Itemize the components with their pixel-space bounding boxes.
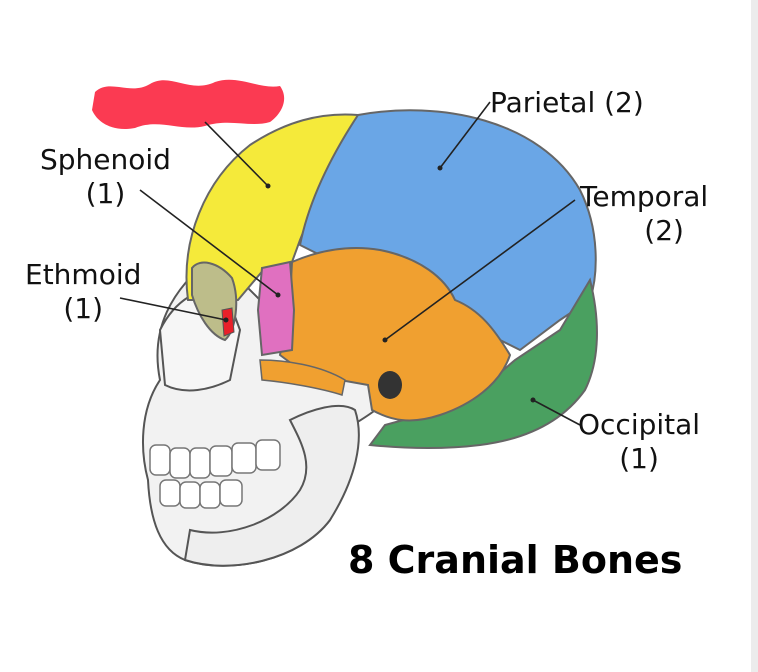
- temporal-count: (2): [644, 214, 684, 247]
- label-ethmoid: Ethmoid (1): [25, 258, 141, 326]
- ear-canal: [378, 371, 402, 399]
- ethmoid-name: Ethmoid: [25, 258, 142, 291]
- temporal-name: Temporal: [580, 180, 709, 213]
- occipital-bone: [368, 277, 598, 450]
- teeth: [149, 439, 281, 509]
- occipital-name: Occipital: [578, 408, 701, 441]
- leader-lines: [119, 101, 581, 426]
- parietal-name: Parietal (2): [490, 86, 644, 119]
- sphenoid-name: Sphenoid: [40, 143, 171, 176]
- sphenoid-count: (1): [85, 177, 126, 210]
- occipital-count: (1): [619, 442, 659, 475]
- diagram-title: 8 Cranial Bones: [348, 538, 683, 582]
- sphenoid-bone: [256, 260, 296, 357]
- zygomatic-arch: [259, 359, 346, 396]
- label-temporal: Temporal (2): [580, 180, 708, 248]
- label-occipital: Occipital (1): [578, 408, 700, 476]
- mandible: [183, 404, 360, 567]
- label-sphenoid: Sphenoid (1): [40, 143, 171, 211]
- ethmoid-count: (1): [63, 292, 104, 325]
- ethmoid-bone: [221, 307, 235, 337]
- page-edge: [751, 0, 758, 672]
- label-parietal: Parietal (2): [490, 86, 644, 120]
- redaction-scribble: [92, 79, 285, 130]
